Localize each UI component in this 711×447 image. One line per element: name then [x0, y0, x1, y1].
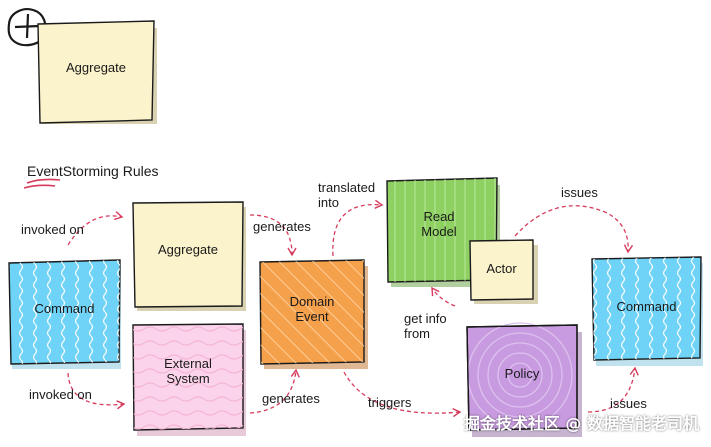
command-left-note	[8, 259, 121, 369]
issues-bottom-label: issues	[610, 396, 647, 411]
command-right-label: Command	[616, 299, 677, 314]
policy-label: Policy	[504, 366, 540, 381]
invoked-on-top-label: invoked on	[21, 222, 84, 237]
read-model-label: Read Model	[421, 209, 457, 239]
arrow-generates-top	[249, 214, 297, 257]
aggregate-label: Aggregate	[158, 242, 218, 257]
watermark: 掘金技术社区 @ 数据智能老司机	[463, 414, 699, 433]
arrow-translated-into	[332, 199, 384, 257]
legend-aggregate-label: Aggregate	[66, 60, 126, 75]
invoked-on-bottom-label: invoked on	[29, 387, 92, 402]
legend-aggregate-note	[37, 20, 157, 124]
command-left-label: Command	[34, 301, 95, 316]
policy-note	[466, 322, 582, 437]
get-info-from-label: get info from	[404, 311, 447, 341]
rules-title: EventStorming Rules	[27, 163, 159, 179]
external-system-note	[132, 323, 246, 436]
actor-note	[469, 239, 538, 304]
external-system-label: External System	[164, 356, 212, 386]
actor-label: Actor	[486, 261, 517, 276]
arrow-invoked-on-top	[67, 211, 124, 246]
domain-event-label: Domain Event	[289, 294, 335, 324]
rules-underline	[23, 178, 61, 189]
arrow-invoked-on-bottom	[67, 372, 126, 410]
command-right-note	[591, 256, 703, 366]
arrow-get-info-from	[431, 286, 456, 307]
arrow-issues-top	[514, 205, 634, 254]
domain-event-note	[259, 259, 368, 369]
issues-top-label: issues	[561, 185, 598, 200]
arrow-generates-bottom	[249, 368, 300, 414]
generates-bottom-label: generates	[262, 391, 320, 406]
arrow-issues-bottom	[587, 366, 639, 413]
translated-into-label: translated into	[318, 180, 376, 210]
aggregate-note	[132, 201, 246, 311]
generates-top-label: generates	[253, 219, 311, 234]
triggers-label: triggers	[368, 395, 412, 410]
